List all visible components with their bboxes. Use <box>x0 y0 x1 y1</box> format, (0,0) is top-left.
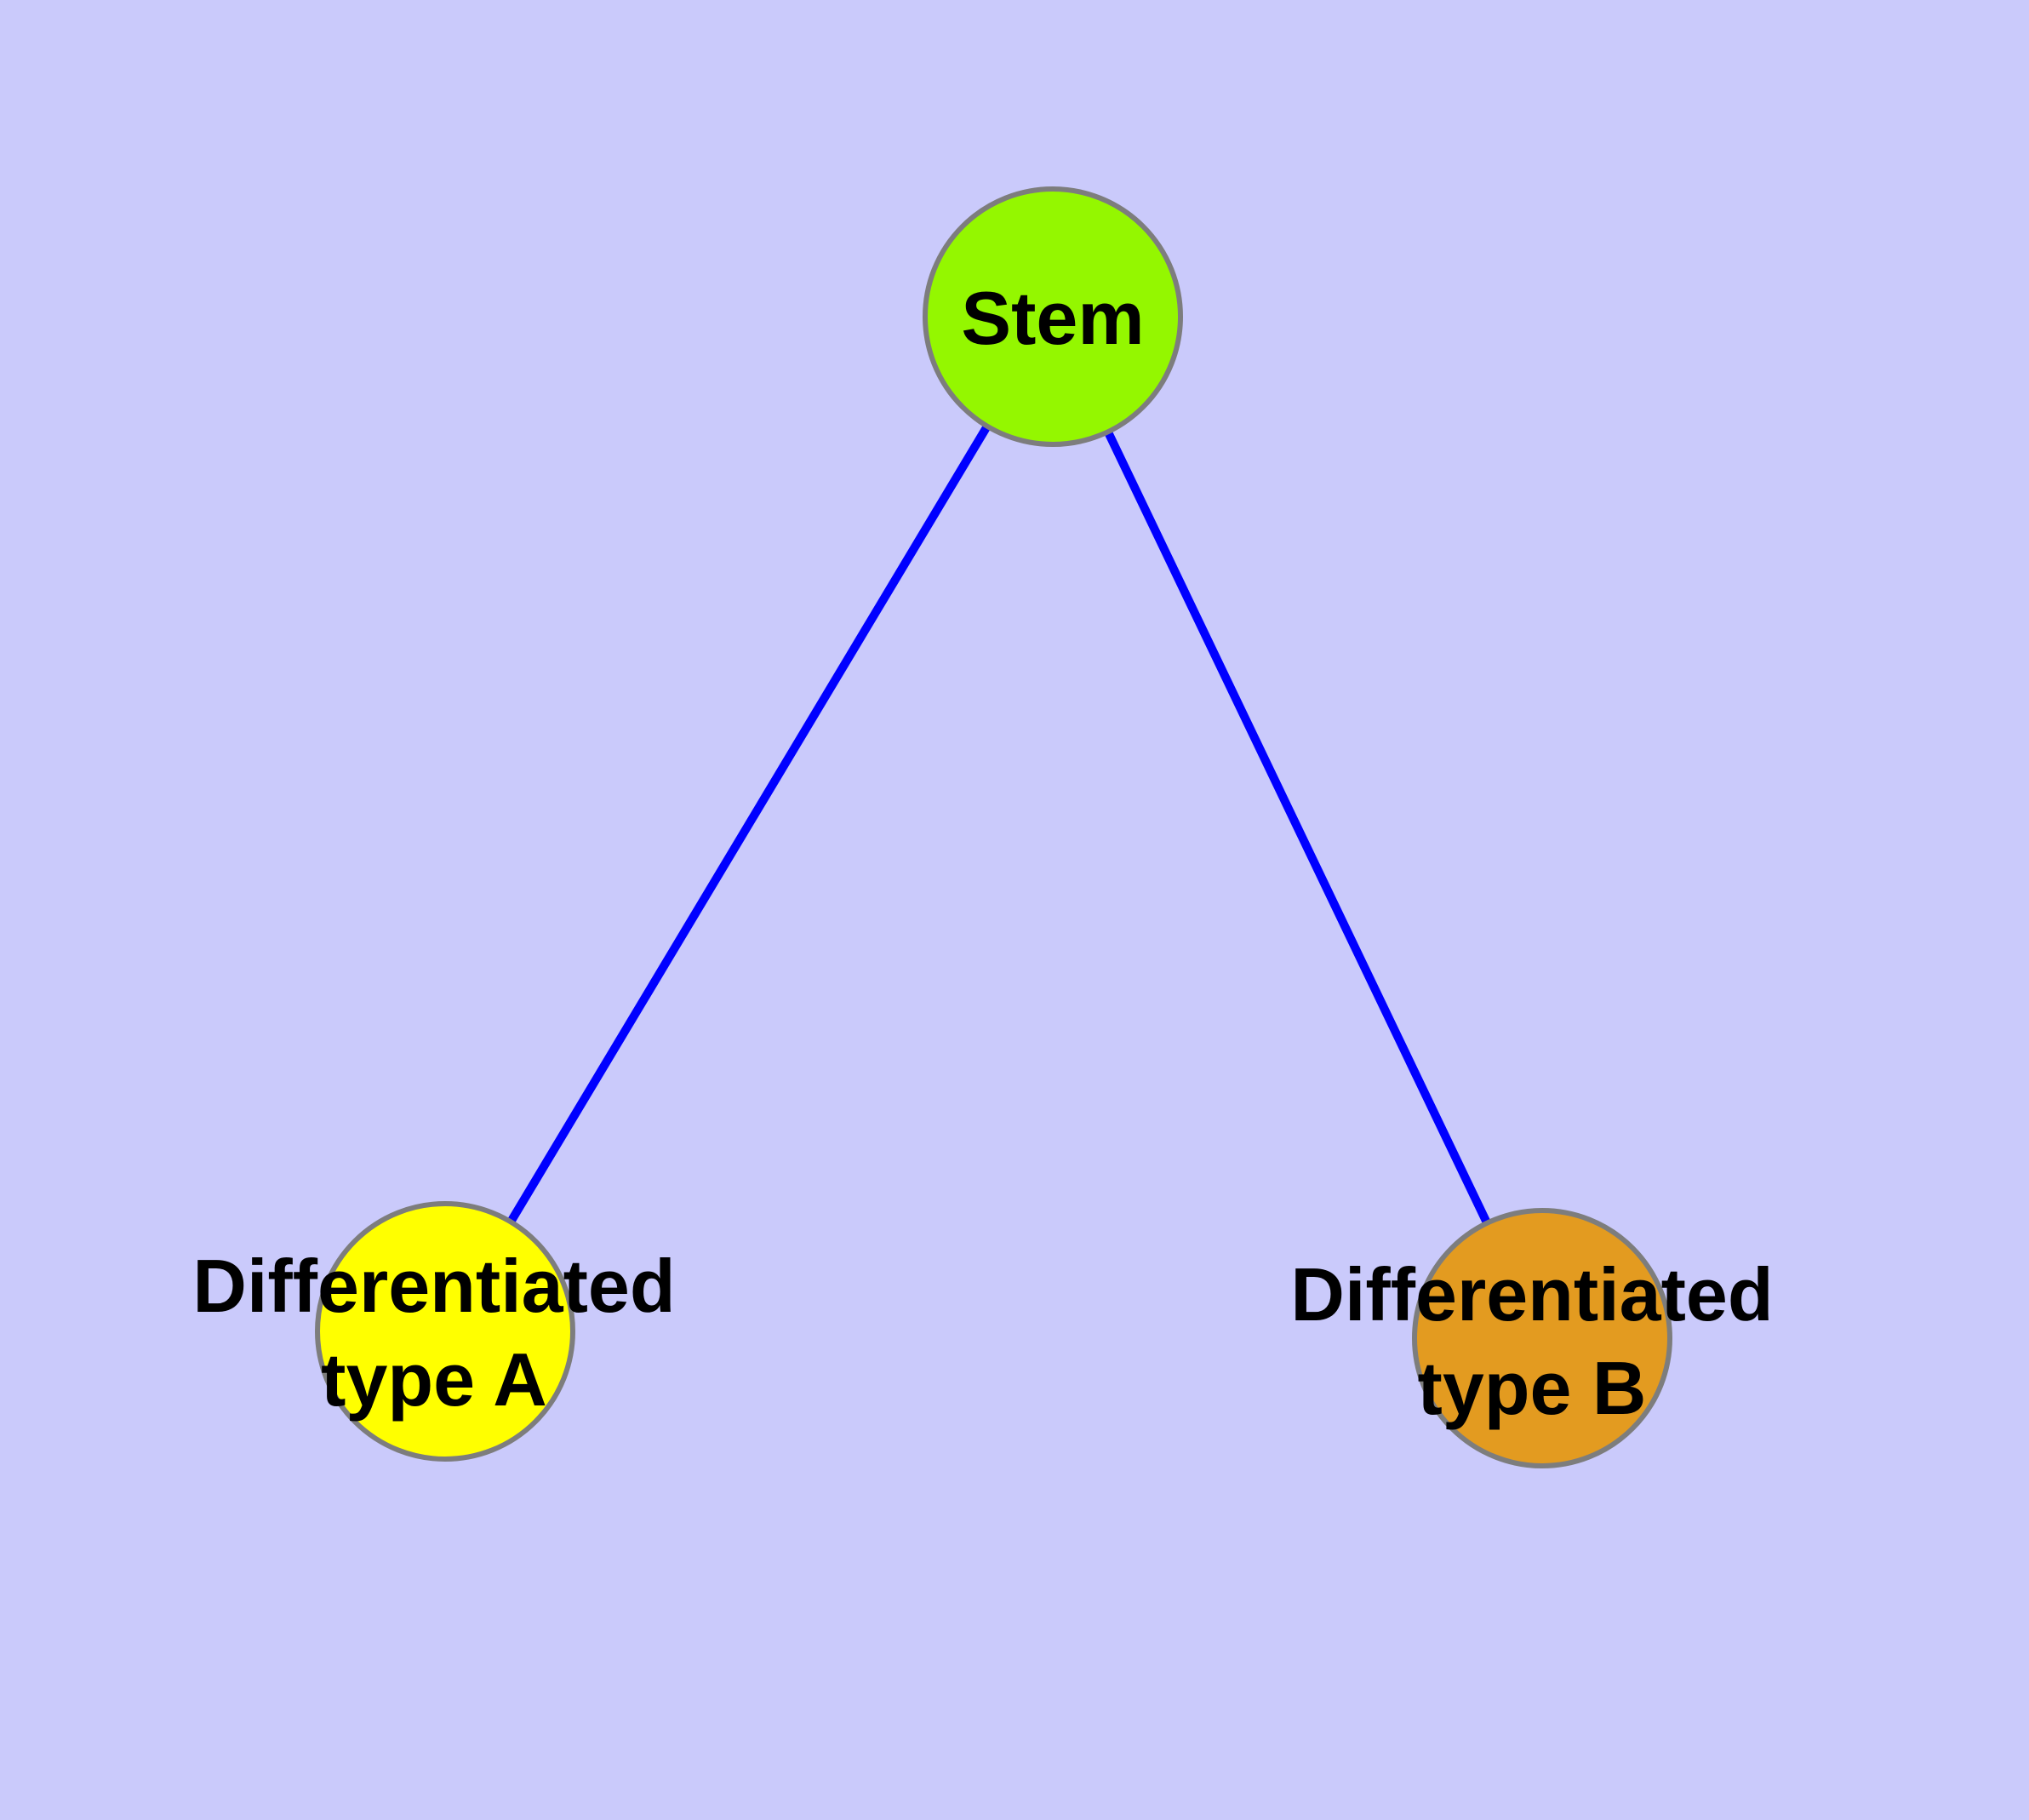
stem-node <box>923 186 1183 447</box>
type-a-node <box>315 1201 575 1462</box>
edge-stem-to-type-b <box>1049 314 1546 1341</box>
type-b-node <box>1412 1208 1672 1468</box>
edge-stem-to-type-a <box>441 314 1057 1334</box>
